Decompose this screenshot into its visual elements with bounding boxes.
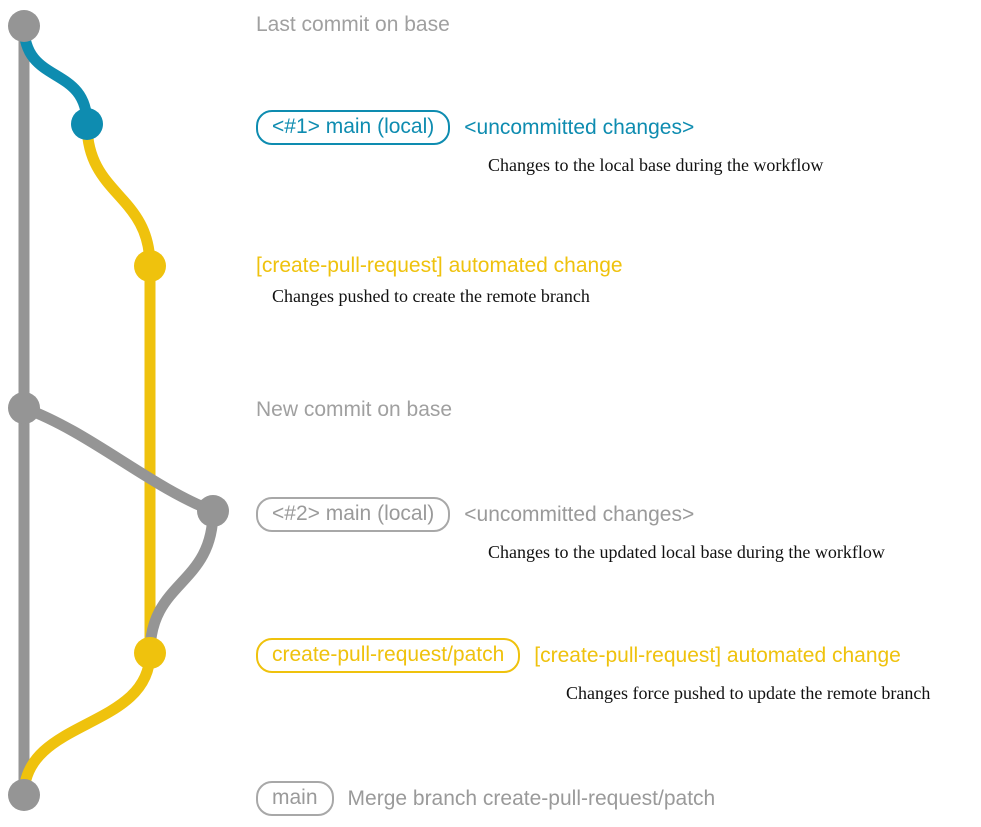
row-last-commit-on-base: Last commit on base [256,14,450,35]
commit-node-merge[interactable] [8,779,40,811]
row-merge-line: main Merge branch create-pull-request/pa… [256,781,715,816]
row-local-1: <#1> main (local) <uncommitted changes> … [256,110,823,174]
branch-pill-main-local-1[interactable]: <#1> main (local) [256,110,451,145]
branch-pill-main[interactable]: main [256,781,334,816]
commit-subject-automated-2: [create-pull-request] automated change [534,644,901,667]
commit-subject-merge: Merge branch create-pull-request/patch [347,787,716,810]
row-automated-2: create-pull-request/patch [create-pull-r… [256,638,930,702]
merge-line-patch-to-base [18,647,156,801]
row-automated-1-line: [create-pull-request] automated change [256,255,623,276]
commit-node-local-2[interactable] [197,495,229,527]
branch-line-local-2 [18,402,219,517]
branch-pill-main-local-2[interactable]: <#2> main (local) [256,497,451,532]
row-local-1-line: <#1> main (local) <uncommitted changes> [256,110,823,145]
git-graph [8,10,229,811]
commit-node-patch-2[interactable] [134,637,166,669]
commit-node-base-last[interactable] [8,10,40,42]
new-commit-heading: New commit on base [256,398,453,421]
branch-line-patch-1 [81,118,156,272]
row-merge: main Merge branch create-pull-request/pa… [256,781,715,816]
commit-node-patch-1[interactable] [134,250,166,282]
commit-note-automated-1: Changes pushed to create the remote bran… [272,286,590,306]
branch-line-local-2-to-patch [144,505,219,659]
branch-pill-create-pull-request-patch[interactable]: create-pull-request/patch [256,638,521,673]
commit-subject-automated-1: [create-pull-request] automated change [256,254,623,277]
row-new-commit-on-base: New commit on base [256,399,452,420]
row-local-2-line: <#2> main (local) <uncommitted changes> [256,497,885,532]
commit-note-local-1: Changes to the local base during the wor… [488,155,824,175]
row-automated-1: [create-pull-request] automated change C… [256,255,623,305]
commit-node-base-new[interactable] [8,392,40,424]
commit-note-local-2: Changes to the updated local base during… [488,542,885,562]
row-local-2: <#2> main (local) <uncommitted changes> … [256,497,885,561]
branch-line-local-1 [18,20,93,130]
last-commit-heading: Last commit on base [256,13,450,36]
commit-subject-local-2: <uncommitted changes> [464,503,695,526]
commit-subject-local-1: <uncommitted changes> [464,116,695,139]
commit-note-automated-2: Changes force pushed to update the remot… [566,683,931,703]
row-automated-2-line: create-pull-request/patch [create-pull-r… [256,638,930,673]
commit-node-local-1[interactable] [71,108,103,140]
